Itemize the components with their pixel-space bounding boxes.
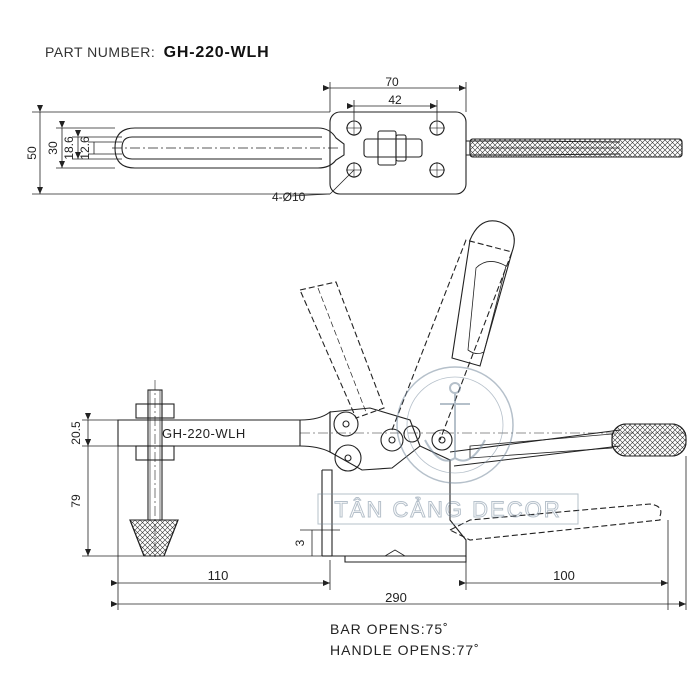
part-number-caption: PART NUMBER: <box>45 44 156 60</box>
part-number-label: PART NUMBER: GH-220-WLH <box>45 44 269 62</box>
body-part-label: GH-220-WLH <box>162 426 246 441</box>
top-linkage <box>363 138 423 158</box>
dim-height-slot: 12.6 <box>78 136 92 160</box>
dim-handle-len: 100 <box>553 568 575 583</box>
bar-pivot-front <box>333 411 359 437</box>
top-base-plate <box>329 111 467 195</box>
dim-overall-len: 290 <box>385 590 407 605</box>
bar-pivot-lower <box>334 444 362 472</box>
base-plate <box>344 556 467 563</box>
phantom-bar <box>299 281 385 419</box>
watermark-text: TÂN CẢNG DECOR <box>334 497 561 522</box>
watermark: TÂN CẢNG DECOR <box>317 366 579 525</box>
dim-width-overall: 70 <box>385 75 399 89</box>
dim-height-overall: 50 <box>25 146 39 160</box>
dim-height-mid: 30 <box>46 141 60 155</box>
bar-opens-spec: BAR OPENS:75˚ <box>330 621 449 637</box>
lower-handle-phantom <box>448 503 662 541</box>
raised-handle-grip <box>451 220 515 367</box>
dim-base-offset: 3 <box>293 539 307 546</box>
top-dimensions <box>32 82 467 197</box>
top-bar-outline <box>114 127 345 169</box>
part-number-value: GH-220-WLH <box>163 44 270 61</box>
dim-height-top: 20.5 <box>69 421 83 445</box>
phantom-handle-arm <box>391 239 513 441</box>
watermark-logo-ring <box>396 366 514 484</box>
dim-height-inner: 18.6 <box>62 136 76 160</box>
dim-width-holes: 42 <box>388 93 402 107</box>
dim-reach: 110 <box>208 568 229 583</box>
closed-handle-grip <box>611 423 687 457</box>
top-view <box>112 111 683 195</box>
linkage-plate <box>329 407 421 471</box>
dim-height-main: 79 <box>69 494 83 508</box>
main-bracket <box>322 445 467 557</box>
handle-opens-spec: HANDLE OPENS:77˚ <box>330 642 480 658</box>
side-dimensions <box>82 413 687 610</box>
holes-note: 4-Ø10 <box>272 190 306 204</box>
anchor-icon <box>424 392 486 462</box>
